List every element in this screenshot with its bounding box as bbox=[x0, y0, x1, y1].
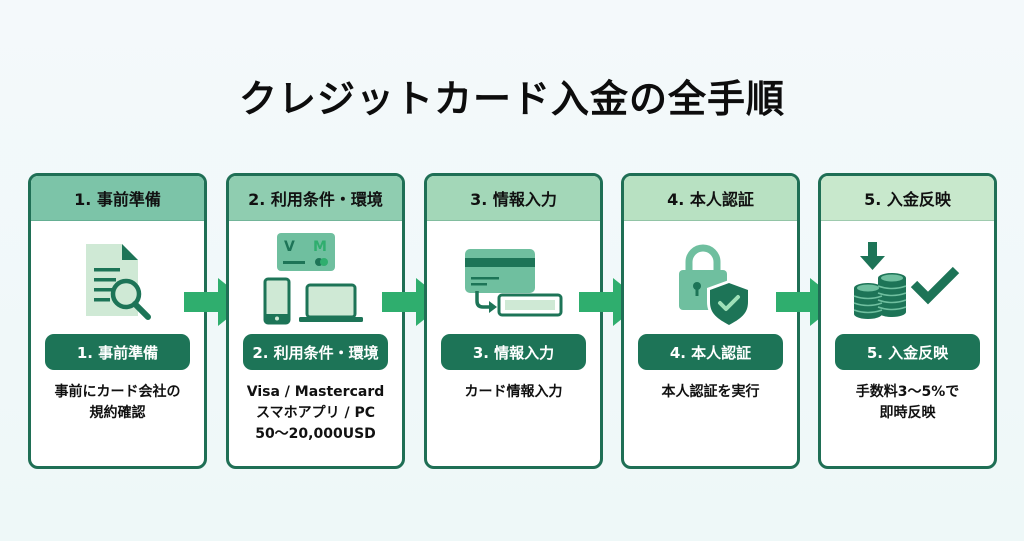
step-pill: 5. 入金反映 bbox=[835, 334, 980, 370]
desc-line: 50〜20,000USD bbox=[255, 426, 376, 442]
desc-line: 事前にカード会社の bbox=[54, 384, 181, 400]
card-input-icon bbox=[427, 231, 600, 331]
step-pill: 1. 事前準備 bbox=[45, 334, 190, 370]
step-pill: 4. 本人認証 bbox=[638, 334, 783, 370]
step-header: 2. 利用条件・環境 bbox=[229, 176, 402, 221]
desc-line: カード情報入力 bbox=[464, 384, 563, 400]
page-title: クレジットカード入金の全手順 bbox=[238, 77, 785, 121]
step-card-1: 1. 事前準備 1. 事前準備 事前にカード会社の 規約確認 bbox=[28, 173, 207, 469]
visa-mark: V bbox=[284, 239, 295, 255]
card-devices-icon: V M bbox=[229, 231, 402, 331]
lock-shield-icon bbox=[624, 231, 797, 331]
step-description: Visa / Mastercard スマホアプリ / PC 50〜20,000U… bbox=[235, 382, 396, 445]
step-description: 手数料3〜5%で 即時反映 bbox=[827, 382, 988, 424]
step-description: 事前にカード会社の 規約確認 bbox=[37, 382, 198, 424]
desc-line: Visa / Mastercard bbox=[246, 384, 385, 400]
desc-line: 手数料3〜5%で bbox=[855, 384, 960, 400]
desc-line: スマホアプリ / PC bbox=[256, 405, 375, 421]
step-pill: 3. 情報入力 bbox=[441, 334, 586, 370]
desc-line: 本人認証を実行 bbox=[661, 384, 760, 400]
desc-line: 即時反映 bbox=[879, 405, 936, 421]
step-card-5: 5. 入金反映 5. 入金反映 手数料3〜5 bbox=[818, 173, 997, 469]
document-search-icon bbox=[31, 231, 204, 331]
step-card-3: 3. 情報入力 3. 情報入力 カード情報入力 bbox=[424, 173, 603, 469]
mastercard-mark: M bbox=[313, 239, 327, 255]
step-card-4: 4. 本人認証 4. 本人認証 本人認証を実行 bbox=[621, 173, 800, 469]
coins-check-icon bbox=[821, 231, 994, 331]
step-card-2: 2. 利用条件・環境 V M 2. 利用条件・環境 Visa / Masterc… bbox=[226, 173, 405, 469]
step-header: 5. 入金反映 bbox=[821, 176, 994, 221]
step-header: 3. 情報入力 bbox=[427, 176, 600, 221]
step-header: 4. 本人認証 bbox=[624, 176, 797, 221]
desc-line: 規約確認 bbox=[89, 405, 146, 421]
step-header: 1. 事前準備 bbox=[31, 176, 204, 221]
step-description: 本人認証を実行 bbox=[630, 382, 791, 403]
step-pill: 2. 利用条件・環境 bbox=[243, 334, 388, 370]
step-description: カード情報入力 bbox=[433, 382, 594, 403]
